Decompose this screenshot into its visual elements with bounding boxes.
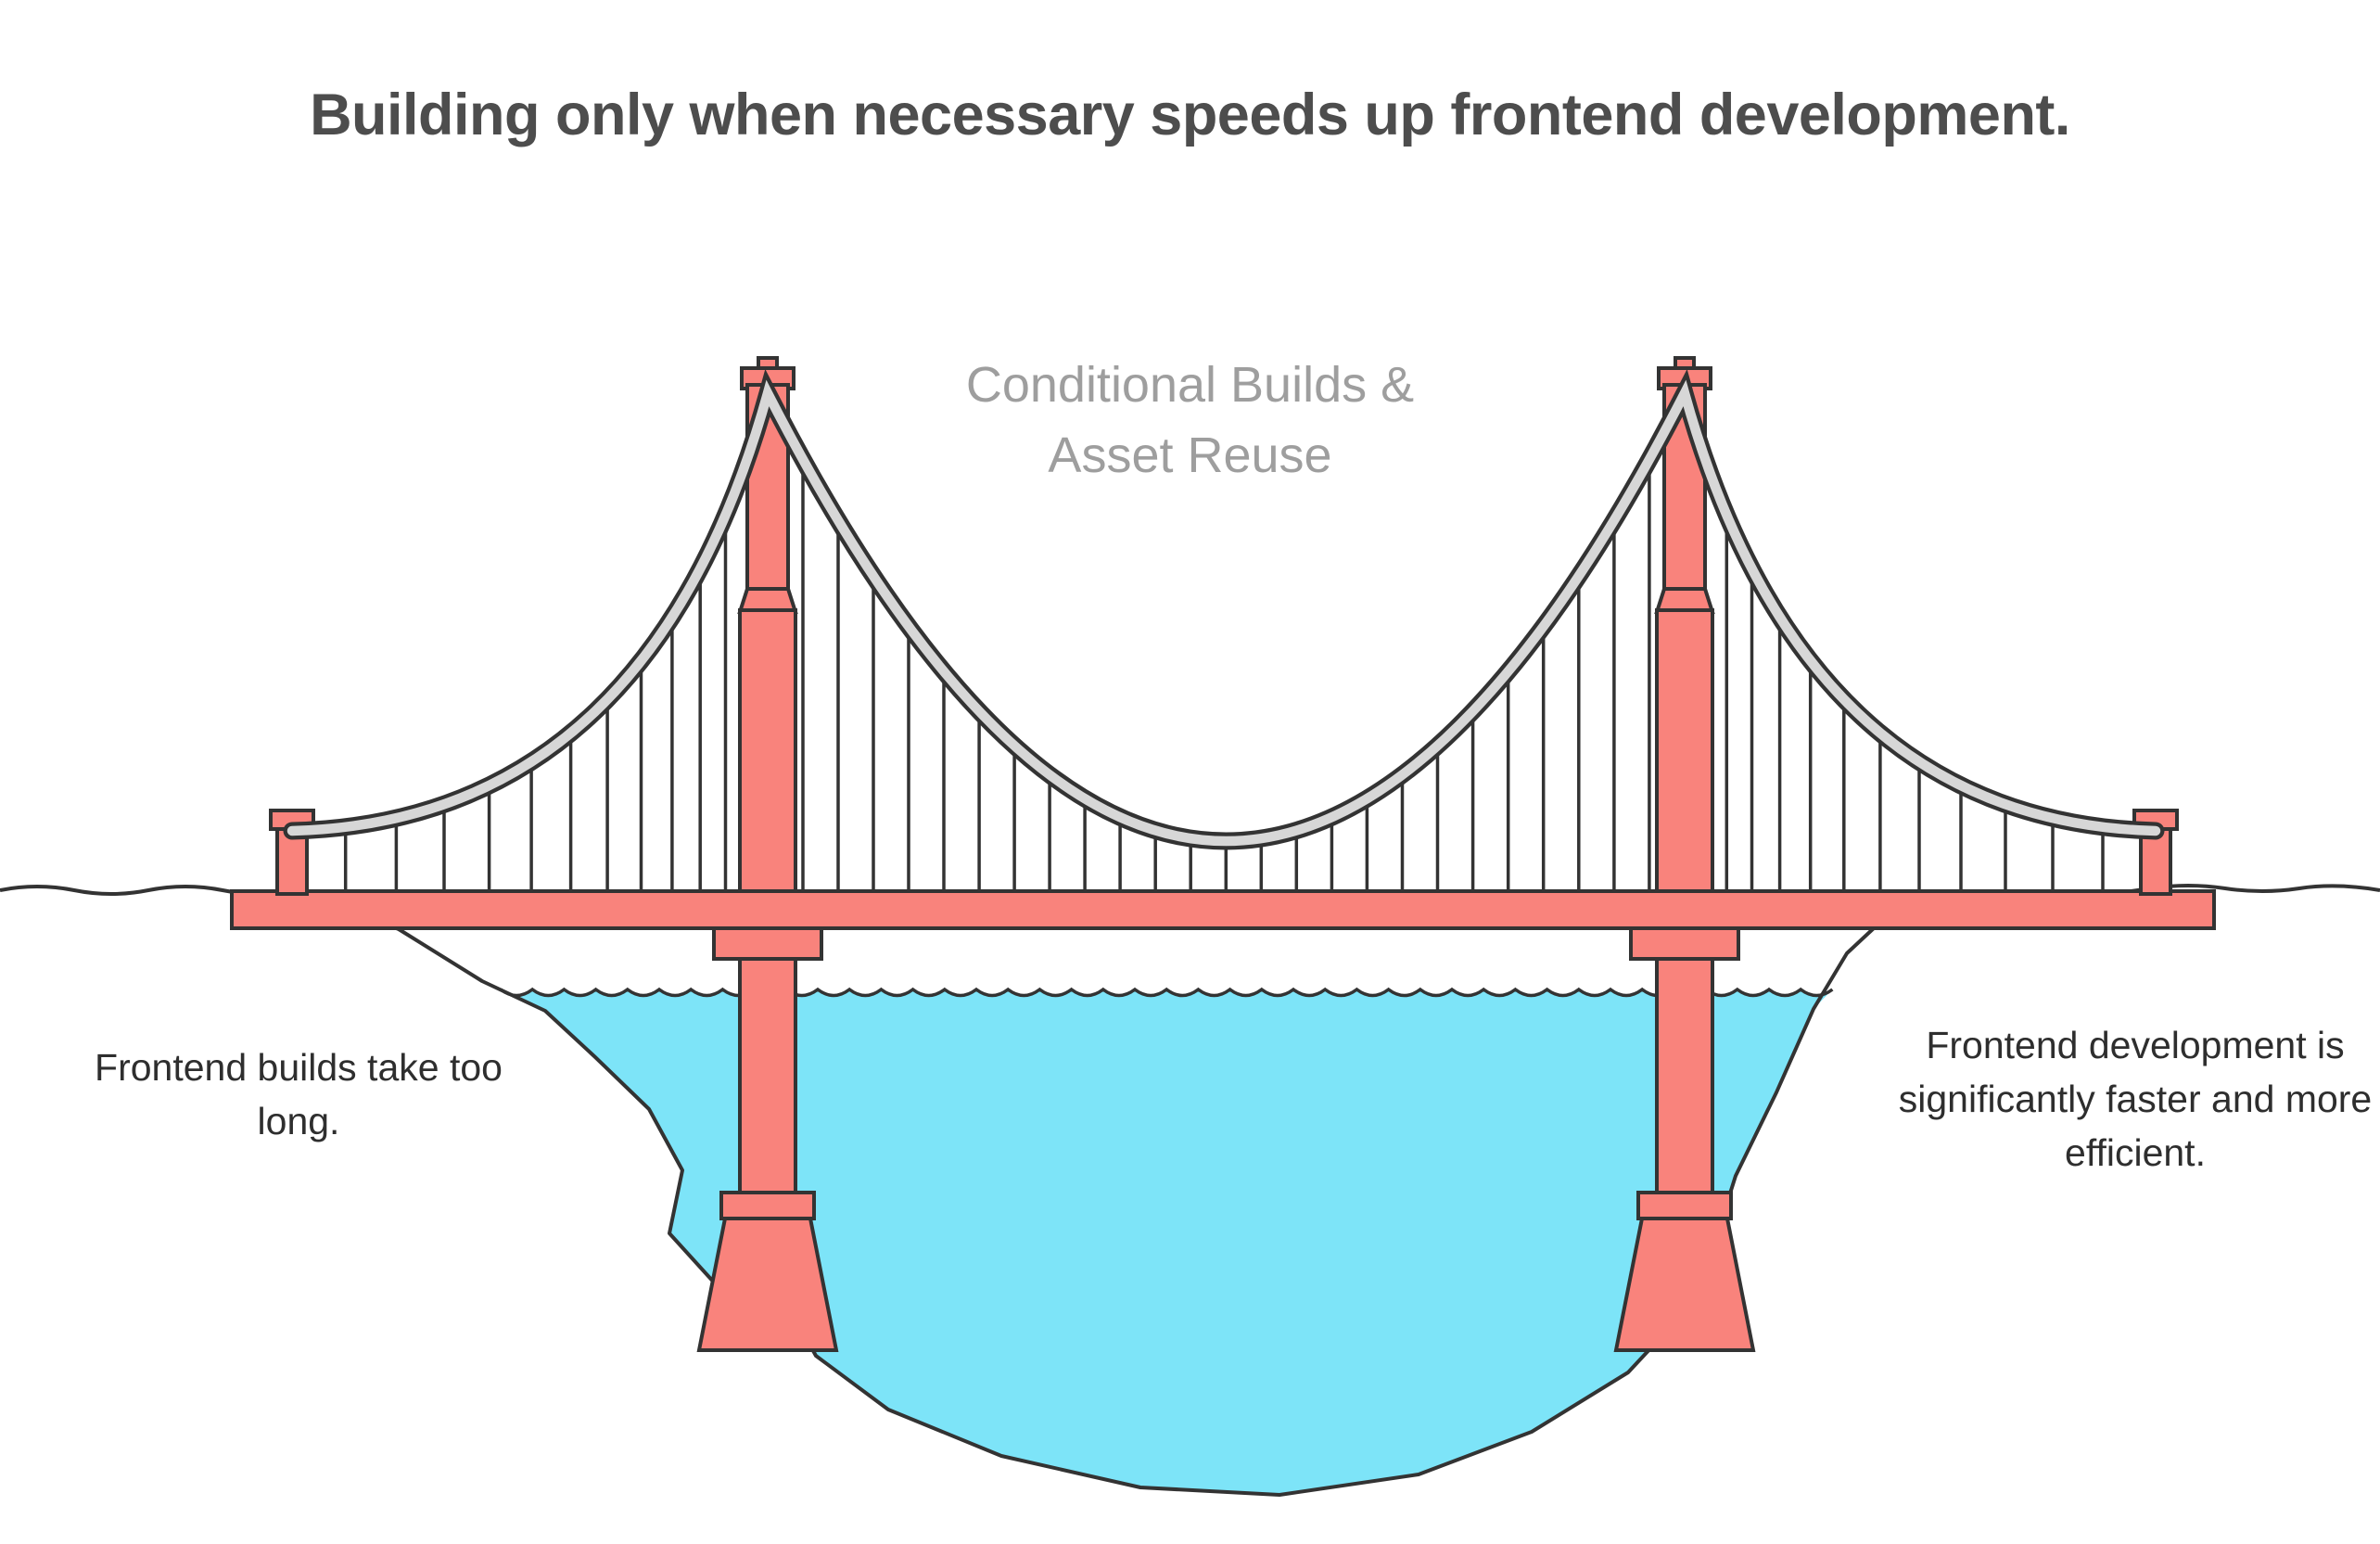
right-pier-cap <box>1638 1193 1731 1219</box>
page-title: Building only when necessary speeds up f… <box>0 82 2380 148</box>
left-pier-base <box>699 1219 836 1350</box>
center-label: Conditional Builds & Asset Reuse <box>931 351 1450 491</box>
suspender-cables <box>346 459 2103 898</box>
right-pier-base <box>1616 1219 1753 1350</box>
right-label: Frontend development is significantly fa… <box>1894 1018 2376 1180</box>
left-label: Frontend builds take too long. <box>57 1040 540 1148</box>
water <box>501 989 1832 1495</box>
road-deck <box>232 891 2214 928</box>
right-tower-lower-column <box>1657 610 1712 927</box>
left-tower-lower-column <box>740 610 795 927</box>
left-pier-cap <box>721 1193 814 1219</box>
left-pier-column <box>740 959 795 1193</box>
right-pier-column <box>1657 959 1712 1193</box>
